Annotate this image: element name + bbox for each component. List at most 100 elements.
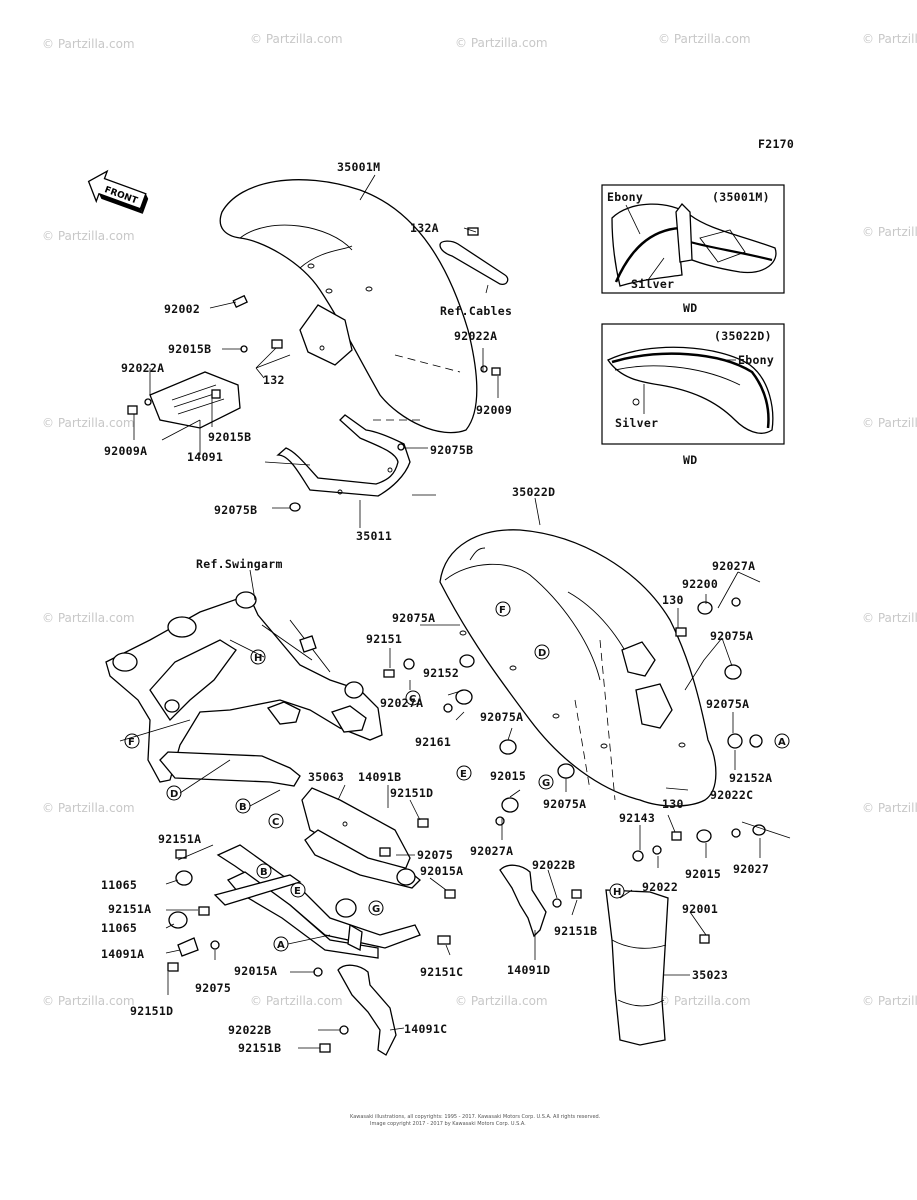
svg-text:C: C	[409, 694, 416, 705]
label-92151: 92151	[366, 632, 402, 646]
label-132A: 132A	[410, 221, 439, 235]
label-35023: 35023	[692, 968, 728, 982]
cable-clamp	[439, 240, 509, 285]
label-14091C: 14091C	[404, 1022, 447, 1036]
svg-text:(35022D): (35022D)	[714, 329, 772, 343]
label-92022: 92022	[642, 880, 678, 894]
label-92075A: 92075A	[543, 797, 586, 811]
label-92075: 92075	[195, 981, 231, 995]
ref-b-icon: B	[235, 798, 251, 814]
label-92075B: 92075B	[214, 503, 257, 517]
svg-text:© Partzilla.com: © Partzilla.com	[862, 416, 917, 430]
svg-text:© Partzilla.com: © Partzilla.com	[42, 801, 135, 815]
rear-fender	[439, 529, 717, 807]
ref-f2-icon: F	[124, 733, 140, 749]
copyright-line2: Image copyright 2017 - 2017 by Kawasaki …	[370, 1121, 526, 1127]
watermarks: © Partzilla.com © Partzilla.com © Partzi…	[42, 32, 917, 1008]
label-92027A: 92027A	[712, 559, 755, 573]
svg-text:© Partzilla.com: © Partzilla.com	[862, 32, 917, 46]
svg-text:E: E	[460, 769, 467, 780]
label-14091B: 14091B	[358, 770, 401, 784]
copyright-line1: Kawasaki illustrations, all copyrights: …	[350, 1114, 601, 1120]
label-92151D: 92151D	[130, 1004, 173, 1018]
svg-text:E: E	[294, 886, 301, 897]
label-11065: 11065	[101, 878, 137, 892]
label-92151D: 92151D	[390, 786, 433, 800]
label-ref-swingarm: Ref.Swingarm	[196, 557, 283, 571]
label-14091A: 14091A	[101, 947, 144, 961]
label-92027: 92027	[733, 862, 769, 876]
svg-text:Ebony: Ebony	[738, 353, 774, 367]
svg-text:Ebony: Ebony	[607, 190, 643, 204]
svg-text:© Partzilla.com: © Partzilla.com	[455, 994, 548, 1008]
label-92152A: 92152A	[729, 771, 772, 785]
label-92001: 92001	[682, 902, 718, 916]
label-14091D: 14091D	[507, 963, 550, 977]
svg-text:WD: WD	[683, 301, 697, 315]
ref-c2-icon: C	[268, 813, 284, 829]
front-arrow-icon: FRONT	[87, 169, 149, 214]
svg-text:© Partzilla.com: © Partzilla.com	[42, 416, 135, 430]
label-92151B: 92151B	[554, 924, 597, 938]
label-92143: 92143	[619, 811, 655, 825]
ref-c-icon: C	[405, 690, 421, 706]
label-35063: 35063	[308, 770, 344, 784]
label-92015A: 92015A	[234, 964, 277, 978]
ref-f-icon: F	[495, 601, 511, 617]
label-92075A: 92075A	[706, 697, 749, 711]
svg-text:© Partzilla.com: © Partzilla.com	[862, 994, 917, 1008]
label-92009A: 92009A	[104, 444, 147, 458]
label-92161: 92161	[415, 735, 451, 749]
svg-text:G: G	[542, 778, 550, 789]
label-35001M: 35001M	[337, 160, 380, 174]
label-92022A: 92022A	[121, 361, 164, 375]
label-92151C: 92151C	[420, 965, 463, 979]
label-92022B: 92022B	[228, 1023, 271, 1037]
svg-text:© Partzilla.com: © Partzilla.com	[42, 229, 135, 243]
ref-e2-icon: E	[290, 882, 306, 898]
svg-text:© Partzilla.com: © Partzilla.com	[862, 611, 917, 625]
label-92151A: 92151A	[108, 902, 151, 916]
svg-text:H: H	[613, 887, 621, 898]
svg-text:B: B	[239, 802, 247, 813]
label-35011: 35011	[356, 529, 392, 543]
label-92002: 92002	[164, 302, 200, 316]
label-130: 130	[662, 593, 684, 607]
ref-h-icon: H	[250, 649, 266, 665]
ref-e-icon: E	[456, 765, 472, 781]
label-92015: 92015	[490, 769, 526, 783]
svg-text:A: A	[277, 940, 285, 951]
svg-text:WD: WD	[683, 453, 697, 467]
label-92200: 92200	[682, 577, 718, 591]
svg-text:F: F	[128, 737, 135, 748]
svg-text:D: D	[538, 648, 546, 659]
label-14091: 14091	[187, 450, 223, 464]
ref-a-icon: A	[774, 733, 790, 749]
ref-g-icon: G	[538, 774, 554, 790]
leader-lines-bottom	[165, 497, 791, 1049]
front-fender	[219, 179, 478, 434]
side-guards	[337, 864, 669, 1056]
svg-text:© Partzilla.com: © Partzilla.com	[42, 611, 135, 625]
ref-h2-icon: H	[609, 883, 625, 899]
inset-rear-fender-color: (35022D) Ebony Silver WD	[601, 323, 785, 467]
cover-14091	[149, 371, 241, 429]
ref-d-icon: D	[534, 644, 550, 660]
front-hardware	[127, 227, 501, 512]
label-92022C: 92022C	[710, 788, 753, 802]
label-35022D: 35022D	[512, 485, 555, 499]
label-92151A: 92151A	[158, 832, 201, 846]
ref-g2-icon: G	[368, 900, 384, 916]
svg-text:© Partzilla.com: © Partzilla.com	[455, 36, 548, 50]
svg-text:© Partzilla.com: © Partzilla.com	[658, 994, 751, 1008]
label-132: 132	[263, 373, 285, 387]
label-92151B: 92151B	[238, 1041, 281, 1055]
label-92075A: 92075A	[392, 611, 435, 625]
fender-stay-35011	[276, 414, 411, 497]
label-92009: 92009	[476, 403, 512, 417]
svg-text:C: C	[272, 817, 279, 828]
svg-text:© Partzilla.com: © Partzilla.com	[250, 994, 343, 1008]
label-92022A: 92022A	[454, 329, 497, 343]
rear-bracket-35063	[301, 787, 421, 889]
